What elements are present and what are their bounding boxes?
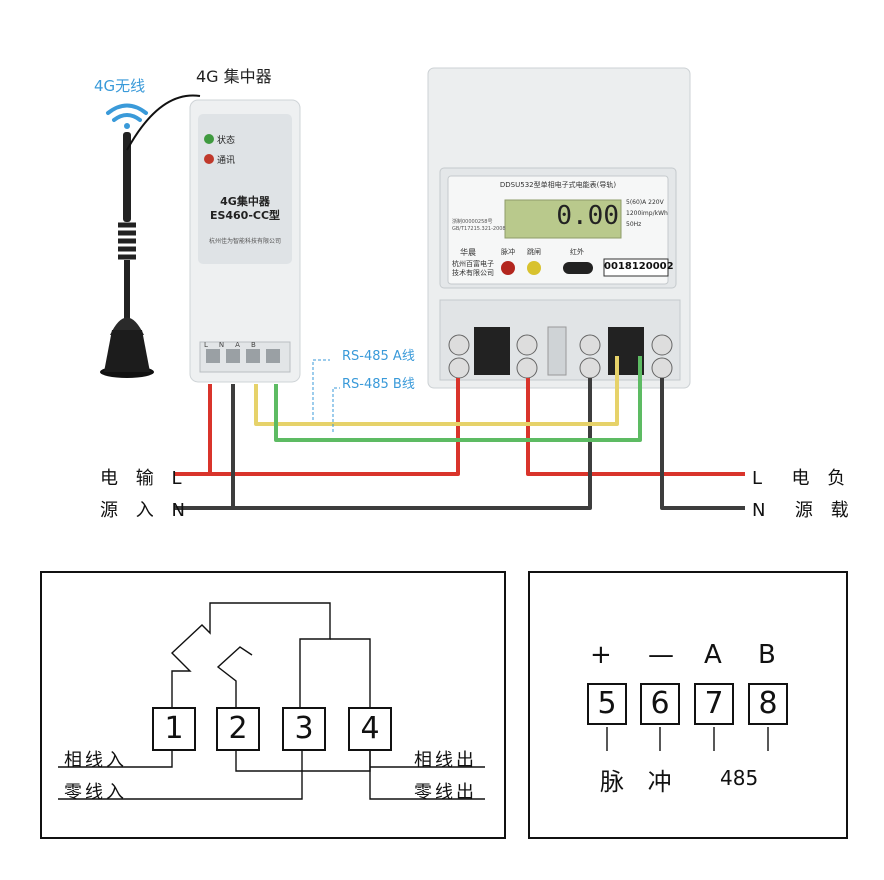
status-led-label: 状态 [217,136,236,146]
terminal-3: 3 [282,707,326,751]
terminal-4: 4 [348,707,392,751]
pulse-label: 脉 冲 [600,768,680,796]
meter-wiring-schematic [40,571,506,839]
phase-out-label: 相线出 [414,750,477,771]
input-live-label: 电 输 L [100,468,188,489]
terminal-2: 2 [216,707,260,751]
wiring-diagram [100,67,745,510]
terminal-8: 8 [748,683,788,725]
concentrator-device [189,99,301,383]
meter-meta2: GB/T17215.321-2008 [452,226,506,232]
concentrator-title: 4G 集中器 [196,67,272,86]
antenna-icon [100,94,201,378]
meter-title: DDSU532型单相电子式电能表(导轨) [499,181,617,189]
meter-company-line2: 技术有限公司 [452,269,494,277]
terminal-n: N [218,341,236,349]
concentrator-terminals: LNAB [204,341,267,349]
pulse-led [501,261,515,275]
meter-company-line1: 杭州百富电子 [452,260,494,268]
terminal-6: 6 [640,683,680,725]
status-led [204,134,214,144]
phase-in-label: 相线入 [64,750,127,771]
meter-trip-label: 跳闸 [527,248,541,256]
pulse-rs485-lines [606,727,769,751]
sign-plus: + [590,640,612,670]
terminal-1: 1 [152,707,196,751]
wifi-signal-icon [106,103,148,129]
terminal-a: A [235,341,251,349]
terminal-5: 5 [587,683,627,725]
output-neutral-label: N 源 载 [752,500,855,521]
terminal-b: B [250,341,267,349]
meter-wiring-lines [58,602,485,800]
meter-spec1: 5(60)A 220V [626,199,664,206]
rs485-b-label: RS-485 B线 [342,377,415,392]
concentrator-company: 杭州佳为智能科技有限公司 [208,238,281,245]
trip-led [527,261,541,275]
concentrator-name-line1: 4G集中器 [220,195,270,208]
antenna-label: 4G无线 [94,77,146,95]
pulse-rs485-schematic [528,571,848,839]
input-neutral-label: 源 入 N [100,500,191,521]
comm-led [204,154,214,164]
meter-spec2: 1200imp/kWh [626,210,668,217]
meter-ir-label: 红外 [570,248,584,256]
comm-led-label: 通讯 [217,156,236,166]
rs485-a-label: RS-485 A线 [342,349,415,364]
concentrator-name-line2: ES460-CC型 [209,209,281,222]
meter-meta1: 浙制00000258号 [452,219,493,225]
terminal-7: 7 [694,683,734,725]
terminal-l: L [204,341,219,349]
meter-reading: 0.00 [556,201,619,231]
meter-serial: 0018120002 [604,261,674,272]
output-live-label: L 电 负 [752,468,852,489]
neutral-out-label: 零线出 [414,782,477,803]
sign-minus: — [648,640,674,670]
energy-meter-device [427,67,691,389]
meter-pulse-label: 脉冲 [501,248,515,256]
neutral-in-label: 零线入 [64,782,127,803]
sign-a: A [704,640,722,670]
meter-spec3: 50Hz [626,221,642,228]
rs485-label: 485 [720,766,759,790]
meter-brand: 华晨 [460,248,476,257]
sign-b: B [758,640,776,670]
